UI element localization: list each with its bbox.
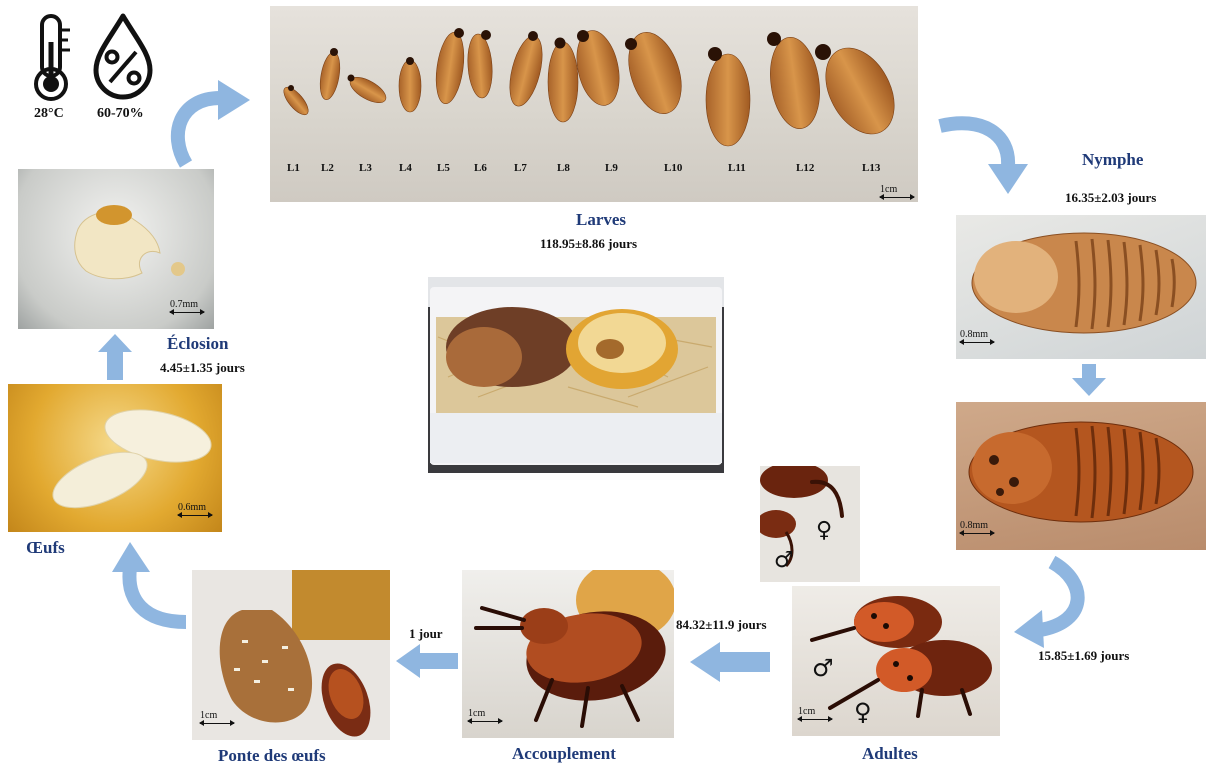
pupa-scale-bar-bottom: 0.8mm (960, 520, 994, 534)
inset-female-symbol: ♀ (816, 518, 832, 543)
inset-male-symbol: ♂ (774, 548, 794, 573)
adults-photo: ♂ ♀ 1cm (792, 586, 1000, 736)
scale-label: 0.8mm (960, 329, 988, 340)
instar-label: L2 (321, 162, 334, 174)
temperature-label: 28°C (34, 106, 64, 122)
hatching-title: Éclosion (167, 334, 228, 354)
scale-label: 0.7mm (170, 299, 198, 310)
hatching-duration: 4.45±1.35 jours (160, 360, 245, 376)
curved-arrow-pupa-to-adults (1012, 558, 1102, 648)
oviposition-delay: 1 jour (409, 626, 443, 642)
larvae-photo: L1 L2 L3 L4 L5 L6 L7 L8 L9 L10 L11 L12 L… (270, 6, 918, 202)
humidity-drop-icon (90, 12, 156, 100)
instar-label: L3 (359, 162, 372, 174)
hatching-photo: 0.7mm (18, 169, 214, 329)
instar-label: L4 (399, 162, 412, 174)
preoviposition-duration: 84.32±11.9 jours (676, 617, 767, 633)
instar-label: L11 (728, 162, 746, 174)
scale-label: 0.6mm (178, 502, 206, 513)
mating-scale-bar: 1cm (468, 708, 502, 722)
adults-inset-photo: ♀ ♂ (760, 466, 860, 582)
instar-label: L1 (287, 162, 300, 174)
mating-photo: 1cm (462, 570, 674, 738)
oviposition-title: Ponte des œufs (218, 746, 326, 766)
eggs-title: Œufs (26, 538, 65, 558)
female-symbol: ♀ (854, 698, 872, 726)
instar-label: L5 (437, 162, 450, 174)
arrow-mating-to-oviposition (396, 644, 458, 678)
thermometer-icon (30, 12, 74, 104)
instar-label: L9 (605, 162, 618, 174)
adults-title: Adultes (862, 744, 918, 764)
hatching-scale-bar: 0.7mm (170, 299, 204, 313)
instar-label: L6 (474, 162, 487, 174)
instar-label: L12 (796, 162, 814, 174)
eggs-scale-bar: 0.6mm (178, 502, 212, 516)
eggs-photo: 0.6mm (8, 384, 222, 532)
pupa-photo-late: 0.8mm (956, 402, 1206, 550)
pupa-photo-early: 0.8mm (956, 215, 1206, 359)
instar-label: L8 (557, 162, 570, 174)
pupa-duration: 16.35±2.03 jours (1065, 190, 1156, 206)
pupa-title: Nymphe (1082, 150, 1143, 170)
oviposition-photo: 1cm (192, 570, 390, 740)
pupa-scale-bar-top: 0.8mm (960, 329, 994, 343)
humidity-label: 60-70% (97, 106, 144, 122)
larvae-duration: 118.95±8.86 jours (540, 236, 637, 252)
arrow-eggs-to-hatching (98, 334, 132, 380)
larval-instar-labels: L1 L2 L3 L4 L5 L6 L7 L8 L9 L10 L11 L12 L… (270, 162, 918, 182)
male-symbol: ♂ (812, 654, 834, 682)
larvae-title: Larves (576, 210, 626, 230)
instar-label: L10 (664, 162, 682, 174)
curved-arrow-larvae-to-pupa (936, 110, 1036, 200)
emergence-duration: 15.85±1.69 jours (1038, 648, 1129, 664)
rearing-box-photo (428, 277, 724, 473)
curved-arrow-hatching-to-larvae (162, 80, 262, 170)
oviposition-scale-bar: 1cm (200, 710, 234, 724)
instar-label: L13 (862, 162, 880, 174)
instar-label: L7 (514, 162, 527, 174)
arrow-adults-to-mating (690, 642, 770, 682)
mating-title: Accouplement (512, 744, 616, 764)
larva-group (280, 26, 908, 146)
scale-label: 0.8mm (960, 520, 988, 531)
adults-scale-bar: 1cm (798, 706, 832, 720)
curved-arrow-oviposition-to-eggs (110, 542, 190, 632)
arrow-pupa-down (1072, 364, 1106, 396)
larvae-scale-bar: 1cm (880, 184, 914, 198)
